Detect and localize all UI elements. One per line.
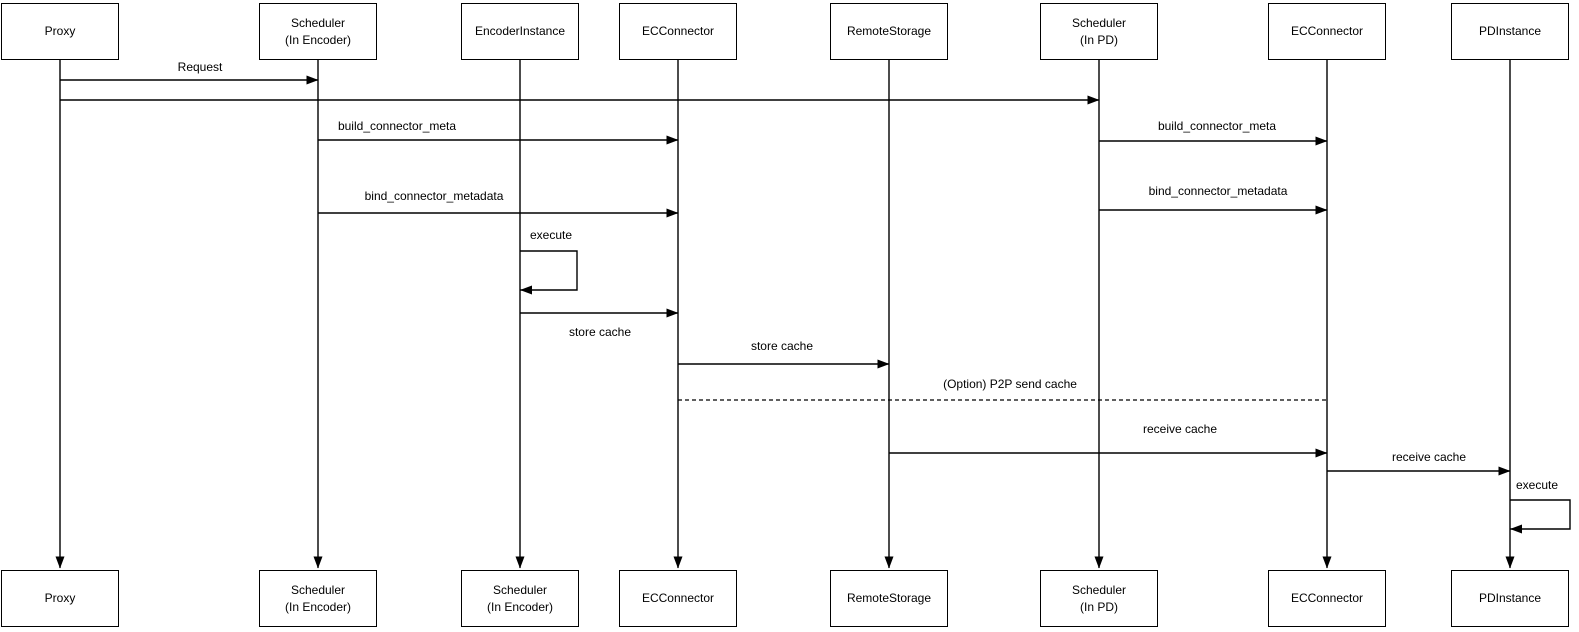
message-label-bind-connector-metadata-encoder: bind_connector_metadata — [364, 189, 504, 203]
participant-bottom-ecconnector: ECConnector — [619, 570, 737, 627]
message-label-store-cache-encoder: store cache — [568, 325, 632, 339]
participant-top-scheduler-pd: Scheduler (In PD) — [1040, 3, 1158, 60]
participant-top-encoder-instance: EncoderInstance — [461, 3, 579, 60]
message-label-bind-connector-metadata-pd: bind_connector_metadata — [1148, 184, 1288, 198]
participant-top-ecconnector-pd: ECConnector — [1268, 3, 1386, 60]
message-label-build-connector-meta-encoder: build_connector_meta — [337, 119, 457, 133]
participant-bottom-ecconnector-pd: ECConnector — [1268, 570, 1386, 627]
participant-bottom-pdinstance: PDInstance — [1451, 570, 1569, 627]
message-label-receive-cache-pd: receive cache — [1391, 450, 1467, 464]
message-label-build-connector-meta-pd: build_connector_meta — [1157, 119, 1277, 133]
participant-bottom-scheduler-encoder: Scheduler (In Encoder) — [259, 570, 377, 627]
self-loop-execute-pd — [1510, 499, 1571, 534]
message-label-store-cache-remote: store cache — [750, 339, 814, 353]
participant-top-proxy: Proxy — [1, 3, 119, 60]
message-label-p2p-send-cache: (Option) P2P send cache — [943, 377, 1077, 391]
participant-top-remote-storage: RemoteStorage — [830, 3, 948, 60]
message-label-receive-cache-remote: receive cache — [1142, 422, 1218, 436]
message-label-execute-pd: execute — [1515, 478, 1559, 492]
message-label-execute-encoder: execute — [529, 228, 573, 242]
self-loop-execute-encoder — [520, 250, 578, 295]
participant-top-scheduler-encoder: Scheduler (In Encoder) — [259, 3, 377, 60]
participant-top-pdinstance: PDInstance — [1451, 3, 1569, 60]
participant-bottom-scheduler-pd: Scheduler (In PD) — [1040, 570, 1158, 627]
participant-bottom-remote-storage: RemoteStorage — [830, 570, 948, 627]
participant-top-ecconnector: ECConnector — [619, 3, 737, 60]
participant-bottom-scheduler-encoder-2: Scheduler (In Encoder) — [461, 570, 579, 627]
participant-bottom-proxy: Proxy — [1, 570, 119, 627]
message-label-request: Request — [177, 60, 223, 74]
